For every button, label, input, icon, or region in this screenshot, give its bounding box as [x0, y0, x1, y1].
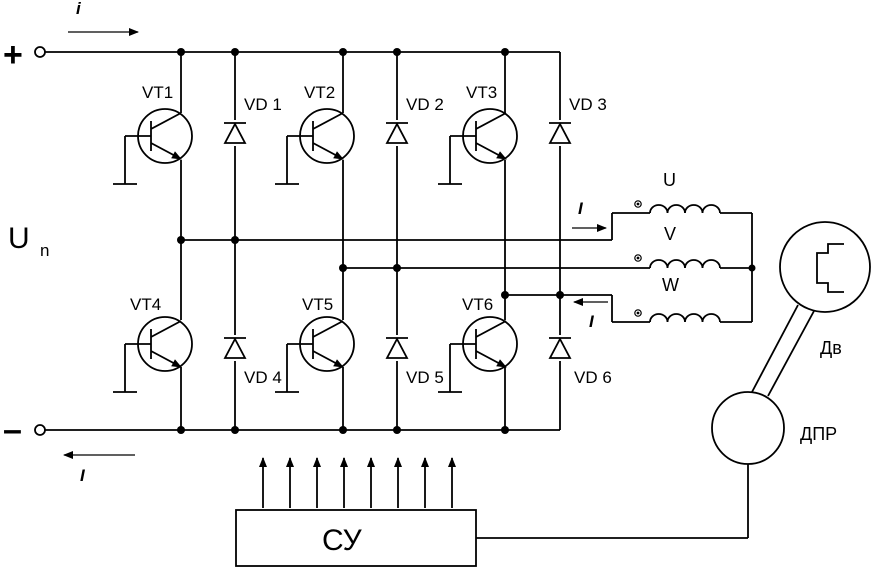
diode-label-5: VD 5: [406, 368, 444, 387]
phase-w-line: [505, 294, 650, 323]
voltage-subscript: n: [40, 241, 49, 260]
transistor-1: VT1: [113, 83, 193, 185]
motor-sensor-coupling: [751, 304, 815, 397]
diode-2: VD 2: [385, 95, 444, 146]
winding-v: [634, 254, 752, 269]
phase-label-w: W: [662, 275, 679, 295]
transistor-4: VT4: [113, 295, 193, 393]
control-unit-label: СУ: [322, 524, 363, 557]
motor-rotor-symbol: [816, 243, 844, 293]
phase-label-u: U: [663, 170, 676, 190]
voltage-symbol: U: [8, 222, 30, 255]
plus-sign: +: [3, 36, 23, 74]
transistor-label-1: VT1: [142, 83, 173, 102]
sensor-label: ДПР: [800, 424, 837, 444]
current-label-bottom: I: [80, 466, 86, 485]
leg-2-wiring: [342, 52, 398, 430]
diode-6: VD 6: [548, 335, 612, 387]
star-point: [748, 264, 756, 272]
diode-1: VD 1: [223, 95, 282, 146]
phase-label-v: V: [664, 224, 676, 244]
minus-sign: –: [3, 411, 22, 449]
transistor-label-4: VT4: [130, 295, 161, 314]
diode-layer: VD 1 VD 2 VD 3 VD 4 VD 5 VD 6: [223, 95, 612, 387]
control-signal-arrows: [259, 457, 456, 508]
winding-u: [634, 200, 752, 214]
diode-3: VD 3: [548, 95, 607, 146]
diode-label-1: VD 1: [244, 95, 282, 114]
diode-label-4: VD 4: [244, 368, 282, 387]
diode-label-6: VD 6: [574, 368, 612, 387]
diode-label-3: VD 3: [569, 95, 607, 114]
positive-rail: [34, 46, 560, 58]
transistor-label-3: VT3: [466, 83, 497, 102]
transistor-2: VT2: [275, 83, 355, 185]
phase-current-label-in: I: [578, 199, 584, 218]
transistor-5: VT5: [275, 295, 355, 393]
diode-5: VD 5: [385, 335, 444, 387]
negative-rail: [34, 424, 560, 436]
motor: [779, 221, 871, 313]
leg-1-wiring: [180, 52, 236, 430]
transistor-3: VT3: [438, 83, 518, 185]
control-unit: [235, 509, 477, 567]
phase-current-label-out: I: [589, 312, 595, 331]
transistor-label-6: VT6: [462, 295, 493, 314]
transistor-label-5: VT5: [302, 295, 333, 314]
transistor-6: VT6: [438, 295, 518, 393]
diode-label-2: VD 2: [406, 95, 444, 114]
leg-3-wiring: [504, 52, 561, 430]
rotor-position-sensor: [711, 391, 785, 465]
winding-w: [634, 309, 752, 323]
current-label-top: i: [76, 0, 82, 18]
motor-label: Дв: [820, 338, 842, 358]
junction-dots: [177, 48, 564, 434]
diode-4: VD 4: [223, 335, 282, 387]
supply-voltage-label: U n: [8, 222, 49, 260]
phase-u-line: [181, 212, 650, 241]
transistor-label-2: VT2: [304, 83, 335, 102]
